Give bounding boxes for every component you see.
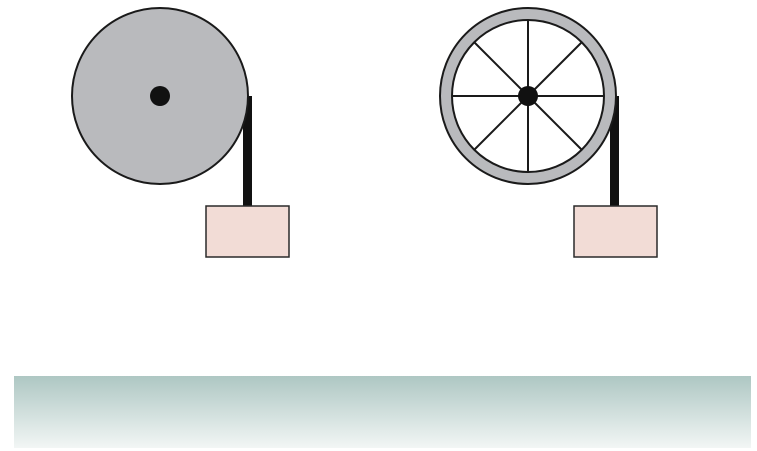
solid-disk-pulley — [72, 8, 289, 257]
left-hanging-block — [206, 206, 289, 257]
solid-disk-axle — [150, 86, 170, 106]
right-hanging-block — [574, 206, 657, 257]
spoked-wheel-pulley — [440, 8, 657, 257]
ground-surface — [14, 376, 751, 448]
wheel-hub — [518, 86, 538, 106]
